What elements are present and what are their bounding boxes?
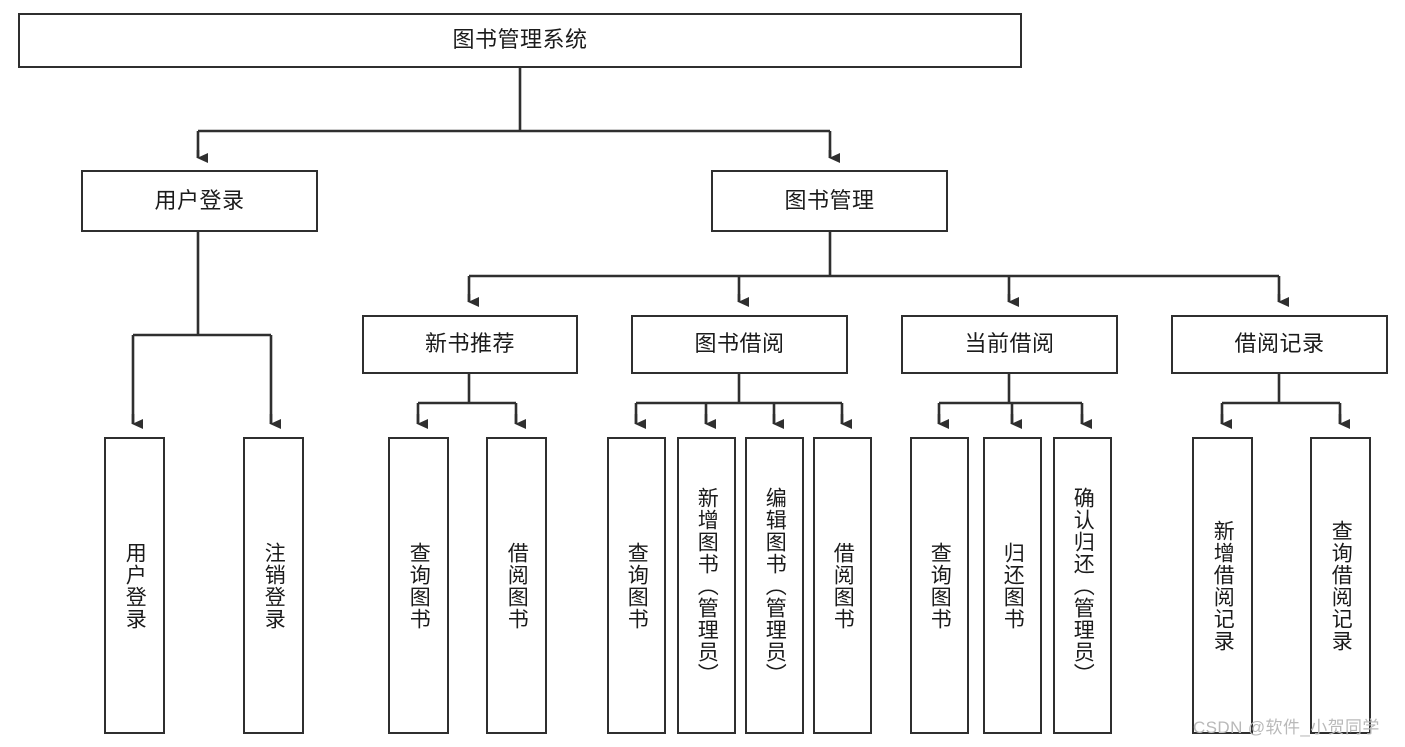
node-leaf-query-record[interactable]: 查询借阅记录 bbox=[1310, 437, 1371, 734]
node-new-book-rec-label: 新书推荐 bbox=[424, 331, 515, 357]
node-leaf-return-book-label: 归还图书 bbox=[1001, 541, 1025, 630]
node-leaf-user-logout[interactable]: 注销登录 bbox=[243, 437, 304, 734]
node-leaf-borrow-book-rec-label: 借阅图书 bbox=[505, 541, 529, 630]
node-leaf-confirm-return-label: 确认归还（管理员） bbox=[1071, 486, 1095, 685]
node-leaf-query-book-current-label: 查询图书 bbox=[928, 541, 952, 630]
watermark-text: CSDN @软件_小贺同学 bbox=[1193, 718, 1380, 737]
node-leaf-edit-book-label: 编辑图书（管理员） bbox=[763, 486, 787, 685]
node-leaf-user-logout-label: 注销登录 bbox=[262, 541, 286, 630]
node-leaf-user-login[interactable]: 用户登录 bbox=[104, 437, 165, 734]
node-new-book-rec[interactable]: 新书推荐 bbox=[362, 315, 578, 374]
node-current-borrow[interactable]: 当前借阅 bbox=[901, 315, 1118, 374]
node-leaf-confirm-return[interactable]: 确认归还（管理员） bbox=[1053, 437, 1112, 734]
node-book-manage-label: 图书管理 bbox=[784, 187, 875, 213]
node-leaf-query-record-label: 查询借阅记录 bbox=[1329, 519, 1353, 652]
node-leaf-query-book-current[interactable]: 查询图书 bbox=[910, 437, 969, 734]
node-leaf-query-book-borrow-label: 查询图书 bbox=[625, 541, 649, 630]
node-borrow-record-label: 借阅记录 bbox=[1234, 331, 1325, 357]
node-leaf-query-book-rec[interactable]: 查询图书 bbox=[388, 437, 449, 734]
node-user-login-label: 用户登录 bbox=[154, 187, 245, 213]
node-leaf-add-record-label: 新增借阅记录 bbox=[1211, 519, 1235, 652]
node-leaf-user-login-label: 用户登录 bbox=[123, 541, 147, 630]
node-book-borrow[interactable]: 图书借阅 bbox=[631, 315, 848, 374]
node-book-borrow-label: 图书借阅 bbox=[694, 331, 785, 357]
node-leaf-return-book[interactable]: 归还图书 bbox=[983, 437, 1042, 734]
node-leaf-borrow-book-rec[interactable]: 借阅图书 bbox=[486, 437, 547, 734]
node-leaf-query-book-rec-label: 查询图书 bbox=[407, 541, 431, 630]
node-leaf-borrow-book[interactable]: 借阅图书 bbox=[813, 437, 872, 734]
node-leaf-borrow-book-label: 借阅图书 bbox=[831, 541, 855, 630]
node-user-login[interactable]: 用户登录 bbox=[81, 170, 318, 232]
node-current-borrow-label: 当前借阅 bbox=[964, 331, 1055, 357]
node-book-manage[interactable]: 图书管理 bbox=[711, 170, 948, 232]
node-root-label: 图书管理系统 bbox=[452, 27, 588, 53]
node-leaf-edit-book[interactable]: 编辑图书（管理员） bbox=[745, 437, 804, 734]
node-root[interactable]: 图书管理系统 bbox=[18, 13, 1022, 68]
node-borrow-record[interactable]: 借阅记录 bbox=[1171, 315, 1388, 374]
node-leaf-add-book[interactable]: 新增图书（管理员） bbox=[677, 437, 736, 734]
node-leaf-query-book-borrow[interactable]: 查询图书 bbox=[607, 437, 666, 734]
node-leaf-add-record[interactable]: 新增借阅记录 bbox=[1192, 437, 1253, 734]
node-leaf-add-book-label: 新增图书（管理员） bbox=[695, 486, 719, 685]
